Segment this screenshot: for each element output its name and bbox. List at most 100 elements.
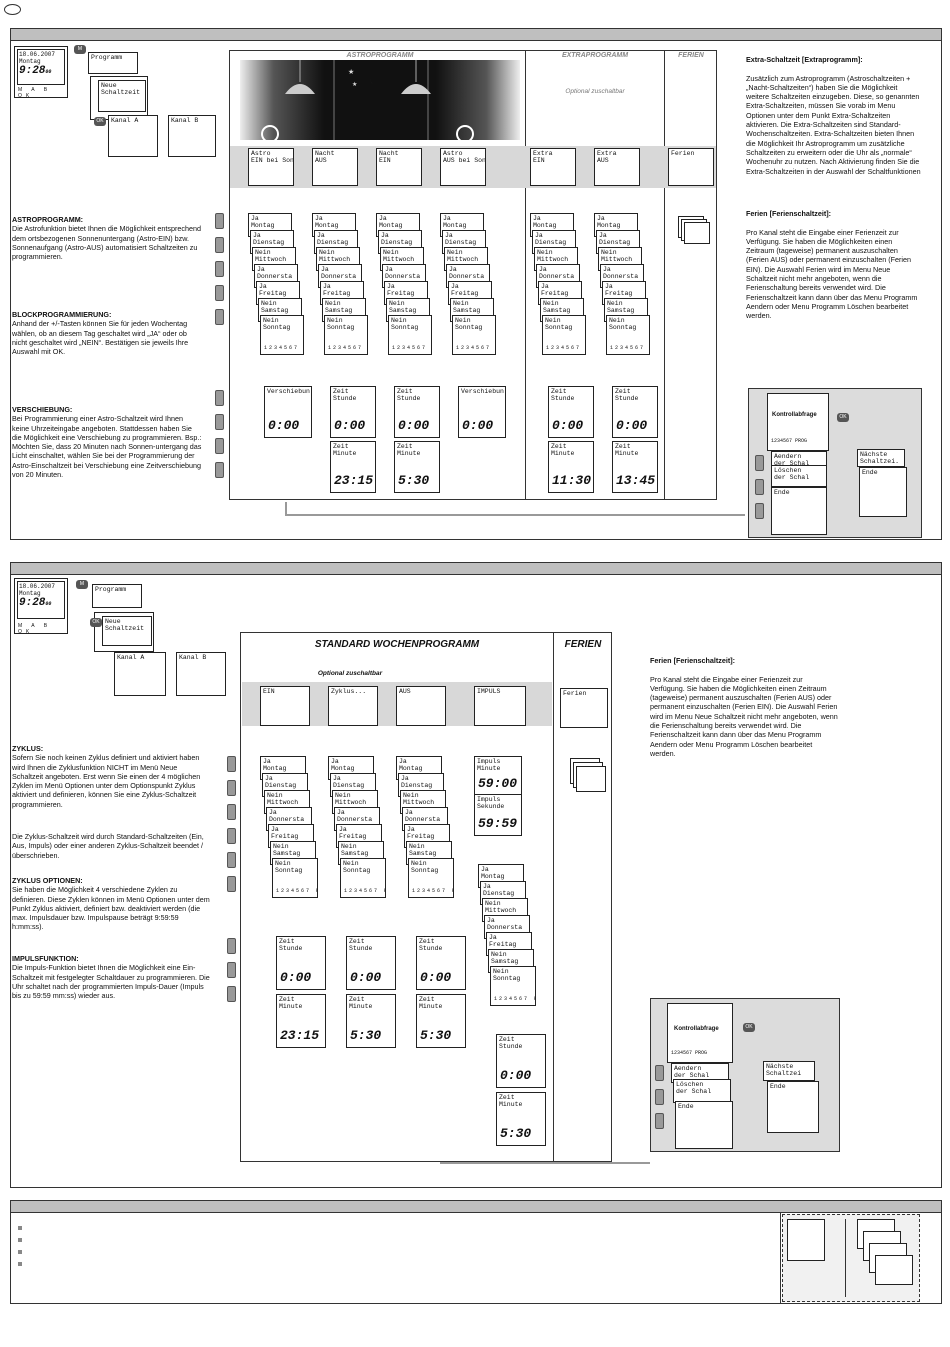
device-buttons[interactable]: M A B OK [18,623,52,635]
time-value: 23:15 [280,1028,320,1043]
option-astro-aus[interactable]: Astro AUS bei Son [440,148,486,186]
channel-a[interactable]: Kanal A [108,115,158,157]
text-title: ASTROPROGRAMM: [12,215,84,224]
menu-program[interactable]: Programm [88,52,138,74]
ok-button[interactable]: OK [90,618,102,627]
menu-new-switch[interactable]: Neue Schaltzeit [98,80,146,112]
option-label: Extra AUS [597,150,617,164]
time-value: 0:00 [268,418,300,433]
option-ein[interactable]: EIN [260,686,310,726]
text-title: ZYKLUS: [12,744,44,753]
option-impuls[interactable]: IMPULS [474,686,526,726]
control-end-2[interactable]: Ende [767,1081,819,1133]
legend-divider [780,1213,781,1303]
m-button[interactable]: M [74,45,86,54]
channel-a-label: Kanal A [111,117,139,124]
control-delete[interactable]: Löschen der Schal [673,1079,731,1103]
option-extra-aus[interactable]: Extra AUS [594,148,640,186]
flow-arrow [440,1150,650,1164]
nav-buttons[interactable] [755,455,764,527]
channel-a[interactable]: Kanal A [114,652,166,696]
option-nacht-aus[interactable]: Nacht AUS [312,148,358,186]
control-next[interactable]: Nächste Schaltzei. [857,449,905,467]
device-seconds: 00 [45,601,52,607]
plus-minus-ok-buttons[interactable] [227,756,236,900]
plus-minus-ok-buttons[interactable] [215,390,224,486]
col-title-astro: ASTROPROGRAMM [346,52,414,59]
text-title: ZYKLUS OPTIONEN: [12,876,83,885]
time-value: 0:00 [334,418,366,433]
ok-button[interactable]: OK [94,117,106,126]
plus-minus-ok-buttons[interactable] [215,213,224,333]
standard-program-frame [240,632,612,1162]
text-impulsfunktion: IMPULSFUNKTION:Die Impuls-Funktion biete… [12,954,210,1000]
m-button[interactable]: M [76,580,88,589]
time-value: 0:00 [398,418,430,433]
control-delete[interactable]: Löschen der Schal [771,465,827,487]
text-zyklus-optionen: ZYKLUS OPTIONEN:Sie haben die Möglichkei… [12,876,210,932]
option-ferien[interactable]: Ferien [668,148,714,186]
nav-buttons[interactable] [655,1065,664,1137]
text-title: BLOCKPROGRAMMIERUNG: [12,310,112,319]
text-body: Die Zyklus-Schaltzeit wird durch Standar… [12,832,204,860]
option-aus[interactable]: AUS [396,686,446,726]
control-query-label: Kontrollabfrage [674,1026,719,1032]
channel-b[interactable]: Kanal B [168,115,216,157]
menu-new-switch[interactable]: Neue Schaltzeit [102,616,152,646]
option-zyklus[interactable]: Zyklus... [328,686,378,726]
control-end-2[interactable]: Ende [859,467,907,517]
time-value: 59:59 [478,816,518,831]
menu-program[interactable]: Programm [92,584,142,608]
option-ferien[interactable]: Ferien [560,688,608,728]
option-nacht-ein[interactable]: Nacht EIN [376,148,422,186]
option-astro-ein[interactable]: Astro EIN bei Sonn [248,148,294,186]
time-value: 13:45 [616,473,656,488]
control-end[interactable]: Ende [771,487,827,535]
option-label: IMPULS [477,688,501,695]
ok-button[interactable]: OK [743,1023,755,1032]
plus-minus-ok-buttons[interactable] [227,938,236,1010]
time-value: 11:30 [552,473,592,488]
weekday-line: 1234567 PROG [494,996,535,1002]
text-zyklus-2: Die Zyklus-Schaltzeit wird durch Standar… [12,832,210,860]
text-title: Extra-Schaltzeit [Extraprogramm]: [746,55,863,64]
astro-program-frame [229,50,717,500]
ok-button[interactable]: OK [837,413,849,422]
option-label: Ferien [671,150,695,157]
channel-b[interactable]: Kanal B [176,652,226,696]
device-buttons[interactable]: M A B OK [18,87,52,99]
option-extra-ein[interactable]: Extra EIN [530,148,576,186]
control-end[interactable]: Ende [675,1101,733,1149]
control-next[interactable]: Nächste Schaltzei [763,1061,815,1081]
